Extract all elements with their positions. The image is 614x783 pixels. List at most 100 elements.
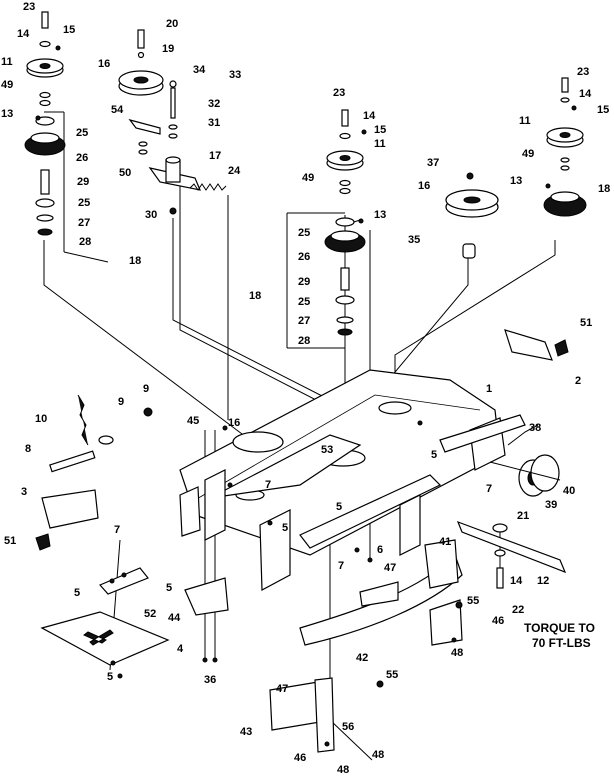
callout-5: 5 bbox=[107, 671, 113, 683]
callout-13: 13 bbox=[1, 108, 13, 120]
front-skirt bbox=[40, 567, 229, 666]
callout-29: 29 bbox=[298, 276, 310, 288]
callout-13: 13 bbox=[510, 175, 522, 187]
callout-35: 35 bbox=[408, 234, 420, 246]
callout-38: 38 bbox=[529, 422, 541, 434]
callout-7: 7 bbox=[265, 479, 271, 491]
callout-49: 49 bbox=[302, 172, 314, 184]
callout-52: 52 bbox=[144, 608, 156, 620]
callout-41: 41 bbox=[439, 536, 451, 548]
callout-5: 5 bbox=[282, 522, 288, 534]
callout-53: 53 bbox=[321, 444, 333, 456]
callout-36: 36 bbox=[204, 674, 216, 686]
callout-47: 47 bbox=[276, 683, 288, 695]
callout-4: 4 bbox=[177, 643, 184, 655]
callout-19: 19 bbox=[162, 43, 174, 55]
callout-18: 18 bbox=[129, 255, 141, 267]
callout-46: 46 bbox=[294, 752, 306, 764]
callout-42: 42 bbox=[356, 652, 368, 664]
callout-15: 15 bbox=[597, 104, 609, 116]
callout-26: 26 bbox=[298, 251, 310, 263]
callout-13: 13 bbox=[374, 209, 386, 221]
torque-note-line-1: TORQUE TO bbox=[524, 621, 595, 635]
rear-baffle bbox=[299, 539, 463, 646]
assembly-lines bbox=[43, 111, 556, 761]
callout-25: 25 bbox=[298, 227, 310, 239]
hardware-left bbox=[49, 394, 228, 473]
right-drive-pulley bbox=[445, 172, 499, 259]
callout-11: 11 bbox=[1, 56, 13, 68]
callout-3: 3 bbox=[21, 486, 27, 498]
callout-54: 54 bbox=[111, 104, 124, 116]
mower-deck bbox=[179, 369, 526, 591]
callout-16: 16 bbox=[98, 58, 110, 70]
right-pulley-stack bbox=[543, 77, 587, 217]
callout-39: 39 bbox=[545, 499, 557, 511]
callout-49: 49 bbox=[522, 148, 534, 160]
blade bbox=[456, 520, 567, 589]
callout-27: 27 bbox=[298, 315, 310, 327]
callout-6: 6 bbox=[377, 544, 383, 556]
callout-23: 23 bbox=[577, 66, 589, 78]
callout-14: 14 bbox=[363, 110, 376, 122]
callout-25: 25 bbox=[298, 296, 310, 308]
callout-46: 46 bbox=[492, 615, 504, 627]
callout-28: 28 bbox=[298, 335, 310, 347]
callout-26: 26 bbox=[76, 152, 88, 164]
torque-note-line-2: 70 FT-LBS bbox=[532, 636, 591, 650]
callout-16: 16 bbox=[228, 417, 240, 429]
lower-brackets bbox=[269, 581, 463, 753]
callout-56: 56 bbox=[342, 721, 354, 733]
callout-45: 45 bbox=[187, 415, 199, 427]
bolts bbox=[109, 420, 423, 679]
callout-50: 50 bbox=[119, 167, 131, 179]
callout-11: 11 bbox=[374, 138, 386, 150]
callout-5: 5 bbox=[336, 501, 342, 513]
callout-28: 28 bbox=[79, 236, 91, 248]
callout-7: 7 bbox=[114, 524, 120, 536]
callout-7: 7 bbox=[486, 483, 492, 495]
callout-1: 1 bbox=[486, 383, 492, 395]
callout-7: 7 bbox=[338, 560, 344, 572]
callout-44: 44 bbox=[168, 612, 181, 624]
callout-55: 55 bbox=[386, 669, 398, 681]
callout-31: 31 bbox=[208, 117, 220, 129]
side-covers bbox=[35, 329, 569, 551]
callout-51: 51 bbox=[580, 317, 592, 329]
callout-23: 23 bbox=[333, 87, 345, 99]
callout-15: 15 bbox=[374, 124, 386, 136]
torque-note: TORQUE TO 70 FT-LBS bbox=[524, 621, 595, 650]
callout-11: 11 bbox=[519, 115, 531, 127]
callout-20: 20 bbox=[166, 18, 178, 30]
callout-10: 10 bbox=[35, 413, 47, 425]
callout-18: 18 bbox=[598, 183, 610, 195]
idler-assembly bbox=[118, 29, 227, 215]
callout-9: 9 bbox=[143, 383, 149, 395]
callout-37: 37 bbox=[427, 157, 439, 169]
callout-5: 5 bbox=[166, 582, 172, 594]
callout-48: 48 bbox=[451, 647, 463, 659]
callout-9: 9 bbox=[118, 396, 124, 408]
callout-14: 14 bbox=[579, 88, 592, 100]
callout-21: 21 bbox=[517, 510, 529, 522]
callout-14: 14 bbox=[17, 28, 30, 40]
callout-23: 23 bbox=[23, 1, 35, 13]
callout-17: 17 bbox=[209, 150, 221, 162]
callout-5: 5 bbox=[74, 587, 80, 599]
callout-47: 47 bbox=[384, 562, 396, 574]
callout-25: 25 bbox=[78, 197, 90, 209]
callout-27: 27 bbox=[78, 217, 90, 229]
callout-43: 43 bbox=[240, 726, 252, 738]
callout-8: 8 bbox=[25, 443, 31, 455]
callout-40: 40 bbox=[563, 485, 575, 497]
callout-49: 49 bbox=[1, 79, 13, 91]
callout-24: 24 bbox=[228, 165, 241, 177]
callout-18: 18 bbox=[249, 290, 261, 302]
callout-51: 51 bbox=[4, 535, 16, 547]
callout-55: 55 bbox=[467, 595, 479, 607]
callout-12: 12 bbox=[537, 575, 549, 587]
callout-34: 34 bbox=[193, 64, 206, 76]
